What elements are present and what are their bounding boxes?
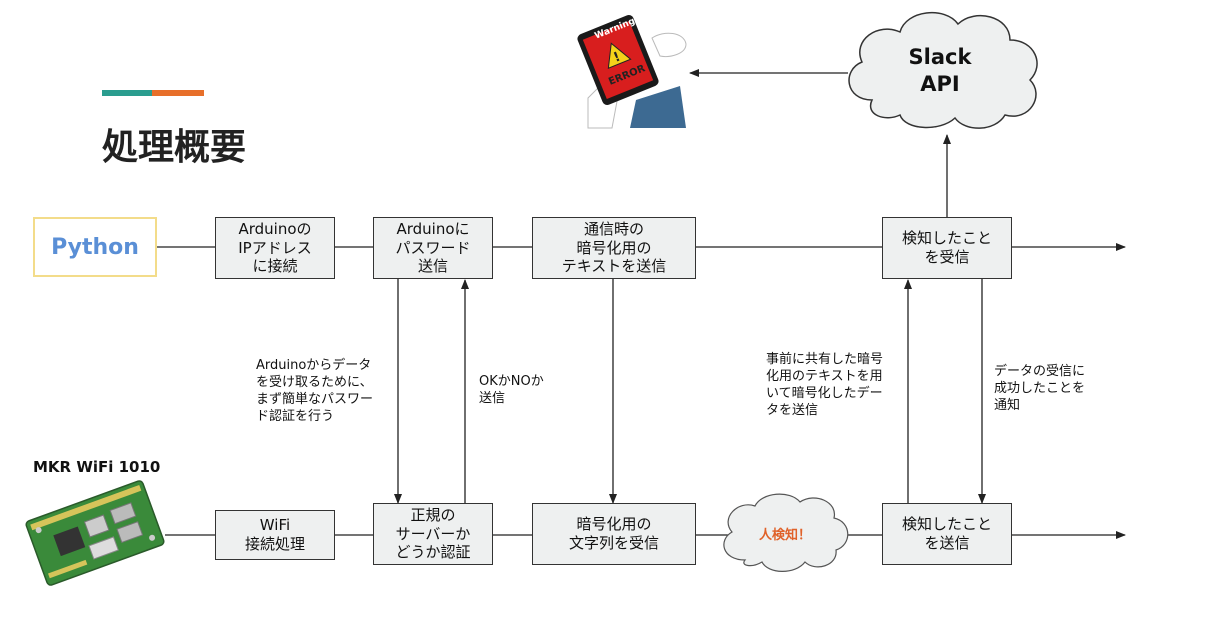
title-accent-orange	[152, 90, 204, 96]
top-box-send-encryption-text: 通信時の 暗号化用の テキストを送信	[532, 217, 696, 279]
bottom-box-server-auth: 正規の サーバーか どうか認証	[373, 503, 493, 565]
bottom-box-receive-string: 暗号化用の 文字列を受信	[532, 503, 696, 565]
page-title: 処理概要	[102, 127, 247, 168]
bottom-box-wifi-connect: WiFi 接続処理	[215, 510, 335, 560]
top-box-receive-detection: 検知したこと を受信	[882, 217, 1012, 279]
top-box-send-password: Arduinoに パスワード 送信	[373, 217, 493, 279]
bottom-box-send-detection: 検知したこと を送信	[882, 503, 1012, 565]
note-encrypted-send: 事前に共有した暗号 化用のテキストを用 いて暗号化したデー タを送信	[766, 352, 884, 418]
note-receive-ack: データの受信に 成功したことを 通知	[994, 364, 1086, 413]
title-accent-teal	[102, 90, 152, 96]
note-ok-no: OKかNOか 送信	[479, 374, 544, 406]
note-password-auth: Arduinoからデータ を受け取るために、 まず簡単なパスワー ド認証を行う	[256, 358, 374, 424]
top-box-connect-ip: Arduinoの IPアドレス に接続	[215, 217, 335, 279]
python-label: Python	[33, 217, 157, 277]
detection-cloud-label: 人検知！	[758, 528, 811, 543]
slack-api-label: Slack API	[908, 45, 972, 97]
device-label: MKR WiFi 1010	[33, 458, 161, 476]
